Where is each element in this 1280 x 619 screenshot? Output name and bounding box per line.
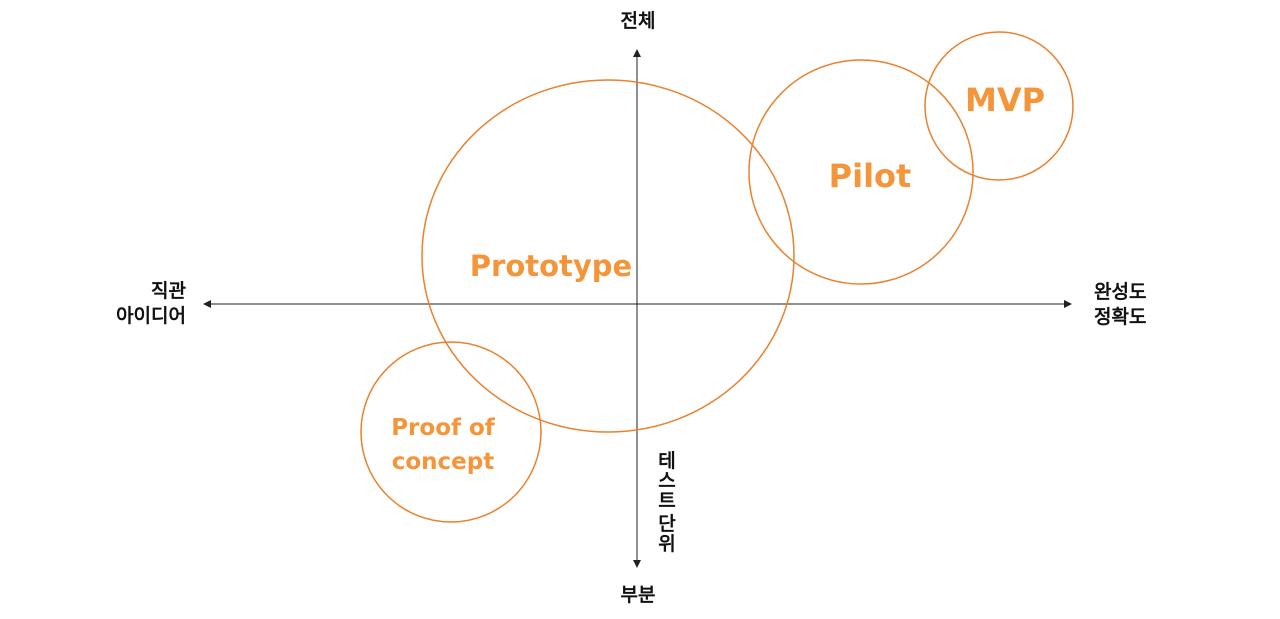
vertical-note-char: 위 <box>658 533 675 555</box>
proof-of-concept-circle <box>360 341 542 523</box>
right-axis-label-line1: 완성도 <box>1094 281 1146 303</box>
left-axis-label-line1: 직관 <box>151 280 186 302</box>
vertical-note-char: 스 <box>658 470 675 492</box>
vertical-note-char: 단 <box>658 513 676 535</box>
proof-of-concept-label-line2: concept <box>392 449 495 475</box>
prototype-label: Prototype <box>470 249 632 283</box>
mvp-label: MVP <box>965 81 1045 119</box>
pilot-circle <box>748 59 974 285</box>
left-axis-label-line2: 아이디어 <box>116 305 186 327</box>
prototype-circle <box>421 79 795 433</box>
bottom-axis-label: 부분 <box>621 584 656 606</box>
mvp-circle <box>924 31 1074 181</box>
right-axis-label-line2: 정확도 <box>1094 305 1146 328</box>
top-axis-label: 전체 <box>621 10 656 32</box>
proof-of-concept-label-line1: Proof of <box>391 415 496 441</box>
vertical-note-char: 트 <box>658 490 675 512</box>
pilot-label: Pilot <box>829 157 912 195</box>
vertical-note-char: 테 <box>658 450 675 472</box>
